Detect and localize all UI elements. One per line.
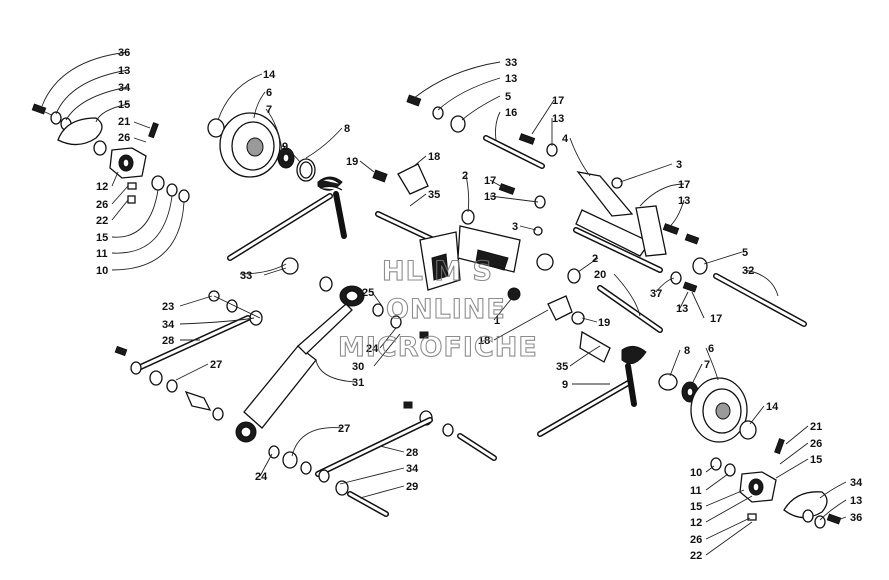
right-long-bolt [597,257,807,333]
callout-label: 13 [552,113,564,125]
callout-label: 22 [690,550,702,562]
left-lower-links [114,257,333,421]
callout-label: 27 [338,423,350,435]
callout-label: 26 [118,132,130,144]
callout-label: 4 [562,133,569,145]
callout-label: 17 [484,175,496,187]
callout-label: 18 [478,335,490,347]
callout-label: 13 [676,303,688,315]
callout-label: 15 [96,232,108,244]
callout-label: 26 [810,438,822,450]
callout-label: 35 [428,189,440,201]
callout-labels: 36 13 34 15 21 26 12 26 22 15 11 10 14 6… [96,47,863,562]
callout-label: 15 [810,454,822,466]
left-torsion-spring [227,176,347,261]
upper-left-hub [31,103,190,204]
callout-label: 17 [710,313,722,325]
callout-label: 19 [598,317,610,329]
callout-label: 36 [850,512,862,524]
callout-label: 11 [690,485,702,497]
callout-label: 9 [282,141,288,153]
callout-label: 16 [505,107,517,119]
callout-label: 11 [96,248,108,260]
callout-label: 3 [512,221,518,233]
callout-label: 33 [505,57,517,69]
callout-label: 34 [406,463,419,475]
callout-label: 20 [594,269,606,281]
callout-label: 1 [494,315,500,327]
callout-label: 21 [810,421,822,433]
callout-label: 26 [96,199,108,211]
callout-label: 8 [344,123,350,135]
callout-label: 29 [406,481,418,493]
callout-label: 5 [742,247,748,259]
callout-label: 33 [240,270,252,282]
callout-label: 23 [162,301,174,313]
callout-label: 22 [96,215,108,227]
callout-label: 34 [118,82,131,94]
callout-label: 34 [162,319,175,331]
callout-label: 7 [266,104,272,116]
watermark-line-3: MICROFICHE [338,332,538,363]
callout-label: 32 [742,265,754,277]
watermark: HL M S ONLINE MICROFICHE [337,255,538,363]
parts-drawing [31,94,842,529]
callout-label: 34 [850,477,863,489]
upper-left-idler-wheel [207,112,316,182]
lower-center-links [268,401,497,517]
callout-label: 26 [690,534,702,546]
callout-label: 12 [96,181,108,193]
callout-label: 9 [562,379,568,391]
callout-label: 21 [118,116,130,128]
callout-label: 17 [552,95,564,107]
callout-label: 30 [352,361,364,373]
callout-label: 8 [684,345,690,357]
watermark-line-1: HL M S [382,256,493,287]
callout-label: 6 [708,343,714,355]
callout-label: 24 [366,343,379,355]
callout-label: 19 [346,156,358,168]
callout-label: 13 [118,65,130,77]
callout-label: 35 [556,361,568,373]
callout-label: 18 [428,151,440,163]
lower-right-hub [710,438,842,529]
callout-label: 2 [592,253,598,265]
shock-absorber [235,285,429,443]
callout-label: 28 [406,447,418,459]
callout-label: 36 [118,47,130,59]
callout-label: 10 [96,265,108,277]
callout-label: 5 [505,91,511,103]
callout-label: 37 [650,288,662,300]
callout-label: 13 [678,195,690,207]
callout-label: 15 [118,99,130,111]
callout-label: 7 [704,359,710,371]
center-rail-assembly [372,163,581,301]
callout-label: 3 [676,159,682,171]
callout-label: 31 [352,377,364,389]
callout-label: 15 [690,501,702,513]
watermark-line-2: ONLINE [386,294,506,325]
callout-label: 2 [462,170,468,182]
callout-label: 27 [210,359,222,371]
callout-label: 17 [678,179,690,191]
leader-lines [41,51,847,556]
callout-label: 25 [362,287,374,299]
callout-label: 10 [690,467,702,479]
callout-label: 13 [850,495,862,507]
callout-label: 6 [266,87,272,99]
callout-label: 14 [766,401,779,413]
callout-label: 13 [505,73,517,85]
callout-label: 12 [690,517,702,529]
callout-label: 14 [263,69,276,81]
callout-label: 13 [484,191,496,203]
upper-right-shaft [406,94,700,273]
callout-label: 28 [162,335,174,347]
lower-right-idler-wheel [537,295,757,443]
callout-label: 24 [255,471,268,483]
